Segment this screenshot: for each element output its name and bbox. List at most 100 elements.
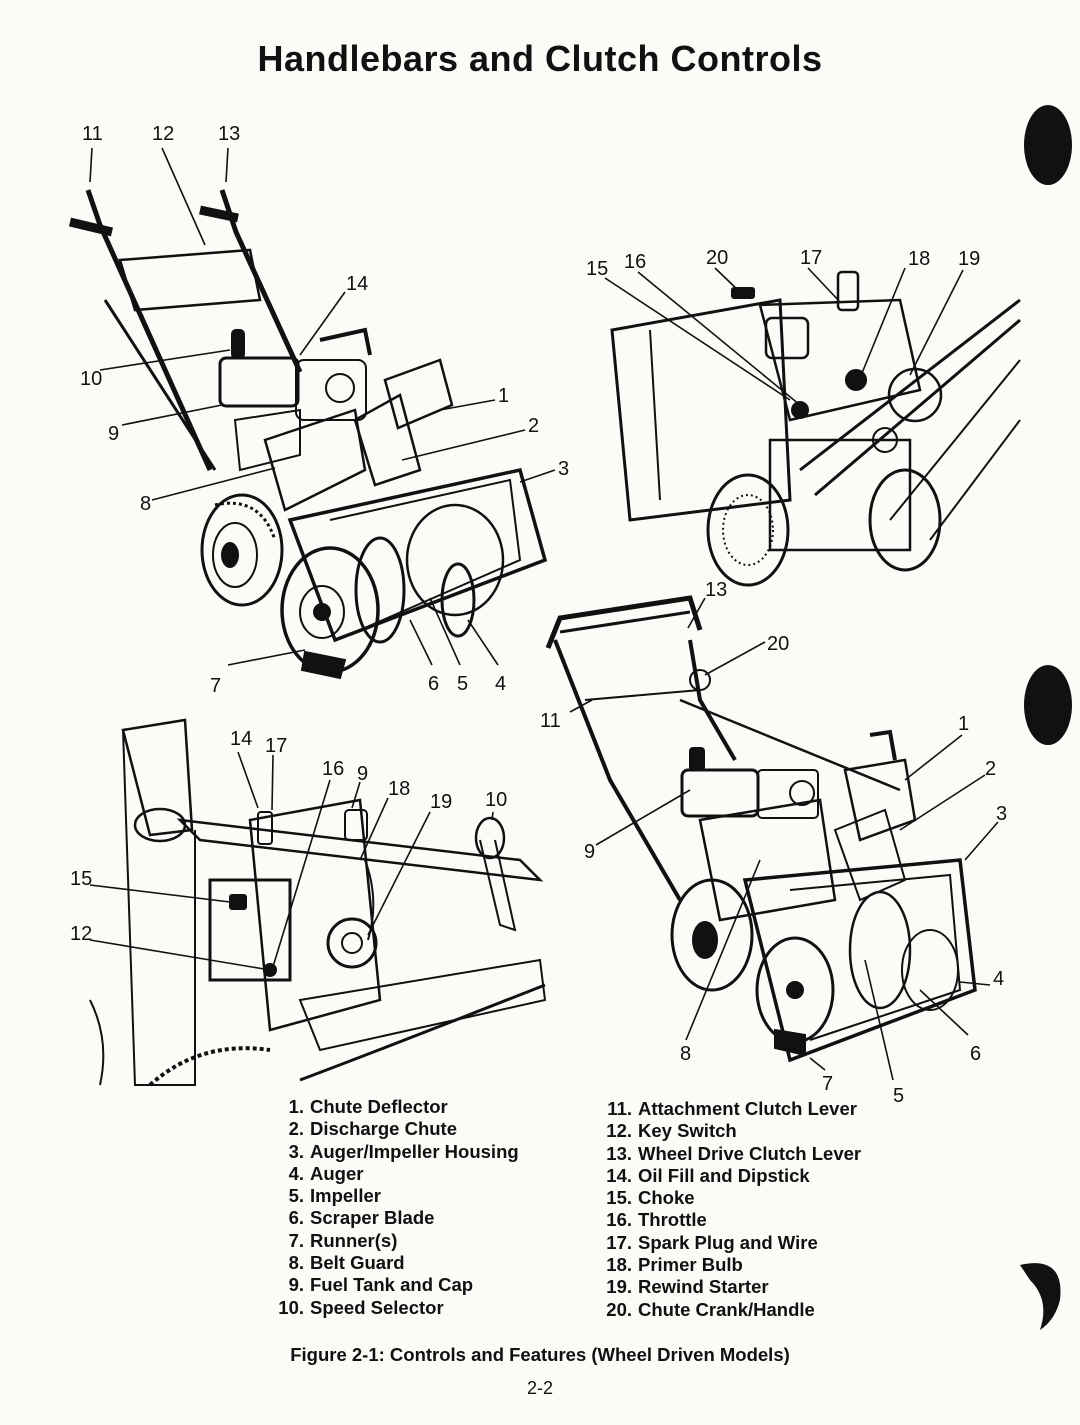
- callout-10b: 10: [485, 789, 507, 811]
- callout-10: 10: [80, 368, 102, 390]
- callout-18b: 18: [388, 778, 410, 800]
- list-item: 3.Auger/Impeller Housing: [270, 1141, 519, 1163]
- list-item: 14.Oil Fill and Dipstick: [588, 1165, 861, 1187]
- list-item: 10.Speed Selector: [270, 1297, 519, 1319]
- callout-11: 11: [82, 123, 103, 145]
- item-number: 10.: [278, 1296, 304, 1318]
- callout-20: 20: [706, 247, 728, 269]
- item-number: 16.: [606, 1209, 632, 1231]
- callout-19b: 19: [430, 791, 452, 813]
- item-number: 11.: [607, 1098, 632, 1119]
- callout-6: 6: [428, 673, 439, 695]
- list-item: 1. Chute Deflector: [270, 1096, 519, 1118]
- callout-17: 17: [800, 247, 822, 269]
- callout-2: 2: [528, 415, 539, 437]
- callout-1b: 1: [958, 713, 969, 735]
- callout-13b: 13: [705, 579, 727, 601]
- item-label: Attachment Clutch Lever: [638, 1098, 857, 1119]
- item-label: Rewind Starter: [638, 1276, 769, 1298]
- item-label: Spark Plug and Wire: [638, 1231, 818, 1253]
- item-label: Key Switch: [638, 1120, 737, 1142]
- item-number: 19.: [606, 1276, 632, 1298]
- snowthrower-front-illustration: [68, 189, 548, 680]
- list-item: 16. Throttle: [588, 1209, 861, 1231]
- item-number: 8.: [288, 1252, 304, 1274]
- item-number: 18.: [606, 1254, 632, 1276]
- list-item: 17. Spark Plug and Wire: [588, 1232, 861, 1254]
- callout-12: 12: [152, 123, 174, 145]
- item-label: Scraper Blade: [310, 1207, 435, 1229]
- callout-16: 16: [624, 251, 646, 273]
- list-item: 13. Wheel Drive Clutch Lever: [588, 1143, 861, 1165]
- callout-2b: 2: [985, 758, 996, 780]
- callout-19: 19: [958, 248, 980, 270]
- item-number: 13.: [606, 1142, 632, 1164]
- callout-3: 3: [558, 458, 569, 480]
- list-item: 5.Impeller: [270, 1185, 519, 1207]
- callout-9c: 9: [584, 841, 595, 863]
- item-label: Chute Crank/Handle: [638, 1298, 815, 1320]
- page-number: 2-2: [526, 1378, 553, 1398]
- snowthrower-rear-illustration: [545, 595, 977, 1063]
- item-label: Chute Deflector: [310, 1096, 448, 1117]
- list-item: 12. Key Switch: [588, 1120, 861, 1142]
- item-label: Primer Bulb: [638, 1254, 743, 1276]
- callout-5b: 5: [893, 1085, 904, 1107]
- item-number: 1.: [288, 1096, 304, 1117]
- callout-8b: 8: [680, 1043, 691, 1065]
- item-number: 15.: [606, 1187, 632, 1209]
- item-number: 9.: [288, 1274, 304, 1296]
- callout-9: 9: [108, 423, 119, 445]
- callout-15b: 15: [70, 868, 92, 890]
- list-item: 15.Choke: [588, 1187, 861, 1209]
- callout-14: 14: [346, 273, 368, 295]
- callout-12b: 12: [70, 923, 92, 945]
- legend-list-right: 11. Attachment Clutch Lever 12. Key Switch…: [588, 1098, 861, 1321]
- callout-14b: 14: [230, 728, 252, 750]
- callout-16b: 16: [322, 758, 344, 780]
- callout-4: 4: [495, 673, 506, 695]
- list-item: 9. Fuel Tank and Cap: [270, 1274, 519, 1296]
- list-item: 8. Belt Guard: [270, 1252, 519, 1274]
- item-label: Impeller: [310, 1185, 381, 1207]
- item-number: 4.: [288, 1162, 304, 1184]
- item-number: 12.: [606, 1120, 632, 1142]
- callout-9b: 9: [357, 763, 368, 785]
- page-title: Handlebars and Clutch Controls: [257, 38, 823, 79]
- callout-8: 8: [140, 493, 151, 515]
- item-label: Throttle: [638, 1209, 707, 1231]
- legend-list-left: 1. Chute Deflector 2. Discharge Chute 3.Au…: [270, 1096, 519, 1319]
- list-item: 11. Attachment Clutch Lever: [588, 1098, 861, 1120]
- item-label: Discharge Chute: [310, 1118, 458, 1140]
- leader-lines: [89, 147, 999, 1081]
- item-number: 17.: [606, 1231, 632, 1253]
- list-item: 7.Runner(s): [270, 1230, 519, 1252]
- item-label: Wheel Drive Clutch Lever: [638, 1142, 862, 1164]
- list-item: 19. Rewind Starter: [588, 1276, 861, 1298]
- callout-20b: 20: [767, 633, 789, 655]
- item-label: Auger: [310, 1162, 364, 1184]
- list-item: 18. Primer Bulb: [588, 1254, 861, 1276]
- list-item: 20. Chute Crank/Handle: [588, 1299, 861, 1321]
- item-number: 20.: [606, 1298, 632, 1320]
- callout-13: 13: [218, 123, 240, 145]
- item-number: 6.: [288, 1207, 304, 1229]
- item-label: Belt Guard: [310, 1252, 405, 1274]
- item-number: 7.: [288, 1229, 304, 1251]
- list-item: 2. Discharge Chute: [270, 1118, 519, 1140]
- figure-caption: Figure 2-1: Controls and Features (Wheel…: [290, 1344, 790, 1365]
- callout-18: 18: [908, 248, 930, 270]
- engine-closeup-illustration: [610, 270, 1021, 587]
- callout-11b: 11: [540, 710, 561, 732]
- callout-4b: 4: [993, 968, 1004, 990]
- item-number: 2.: [288, 1118, 304, 1140]
- callout-15: 15: [586, 258, 608, 280]
- item-label: Fuel Tank and Cap: [310, 1274, 474, 1296]
- item-label: Auger/Impeller Housing: [310, 1140, 519, 1162]
- callout-3b: 3: [996, 803, 1007, 825]
- callout-7b: 7: [822, 1073, 833, 1095]
- item-number: 14.: [606, 1164, 632, 1186]
- control-panel-illustration: [89, 718, 547, 1087]
- list-item: 6. Scraper Blade: [270, 1207, 519, 1229]
